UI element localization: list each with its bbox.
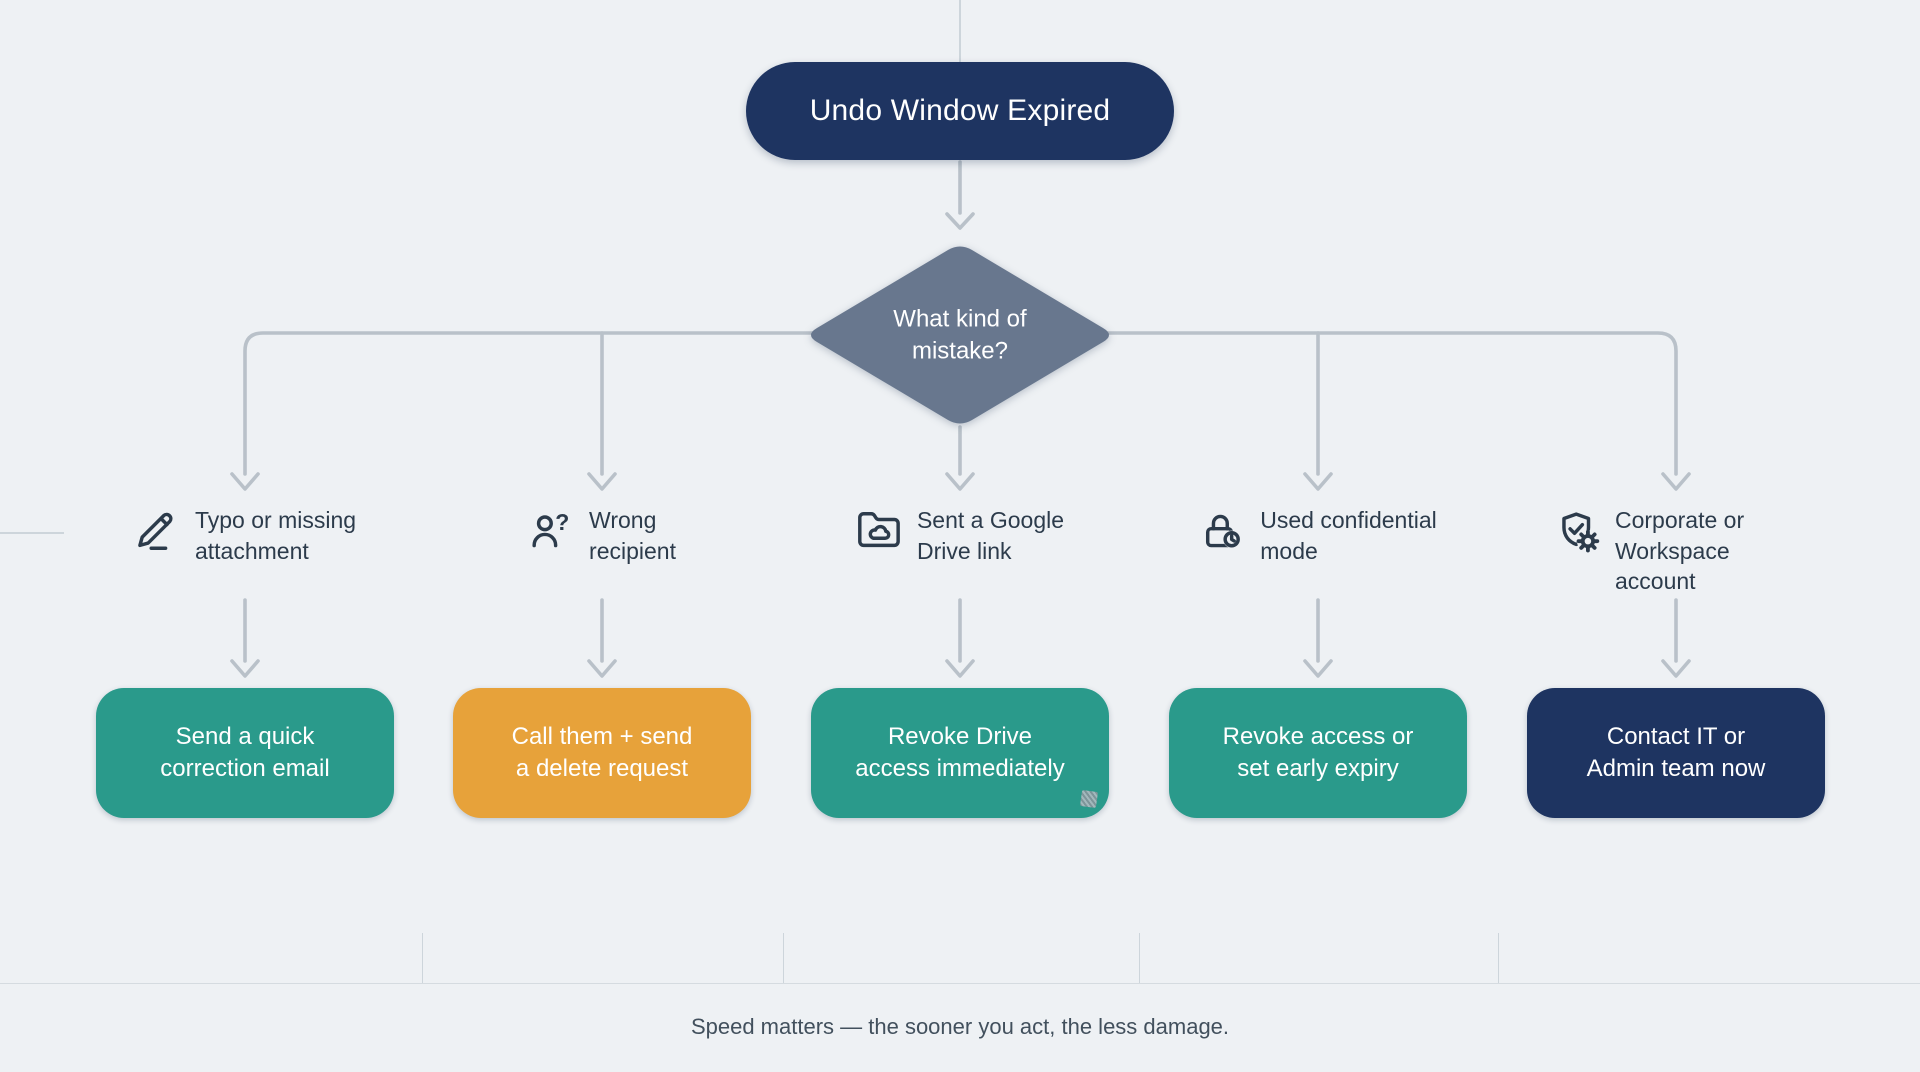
footer-caption: Speed matters — the sooner you act, the … <box>690 1014 1230 1039</box>
guide-top-tick <box>959 0 961 62</box>
branch-drive-link-label: Sent a Google Drive link <box>916 507 1065 564</box>
svg-text:?: ? <box>555 509 569 535</box>
start-node-label: Undo Window Expired <box>809 94 1111 127</box>
decision-diamond <box>811 246 1109 424</box>
branch-corporate-account: Corporate or Workspace account <box>1554 505 1798 597</box>
action-contact-it: Contact IT or Admin team now <box>1527 688 1825 818</box>
branch-drive-link: Sent a Google Drive link <box>856 505 1064 566</box>
action-call-delete-request: Call them + send a delete request <box>453 688 751 818</box>
user-question-icon: ? <box>532 509 569 548</box>
branch-typo: Typo or missing attachment <box>134 505 356 566</box>
branch-confidential-mode: Used confidential mode <box>1199 505 1437 566</box>
guide-tick-3 <box>1139 933 1140 983</box>
decision-question: What kind of mistake? <box>893 305 1027 364</box>
guide-bottom-line <box>0 983 1920 984</box>
guide-tick-1 <box>422 933 423 983</box>
cursor-artifact <box>1079 789 1099 809</box>
lock-clock-icon <box>1205 514 1241 548</box>
action-correction-email: Send a quick correction email <box>96 688 394 818</box>
action-revoke-drive-access: Revoke Drive access immediately <box>811 688 1109 818</box>
start-node: Undo Window Expired <box>746 62 1174 160</box>
branch-corporate-account-label: Corporate or Workspace account <box>1615 507 1745 595</box>
branch-wrong-recipient-label: Wrong recipient <box>589 507 676 564</box>
guide-tick-2 <box>783 933 784 983</box>
guide-tick-4 <box>1498 933 1499 983</box>
pencil-line-icon <box>138 512 173 550</box>
shield-gear-icon <box>1562 512 1600 553</box>
action-revoke-or-expiry: Revoke access or set early expiry <box>1169 688 1467 818</box>
branch-typo-label: Typo or missing attachment <box>194 507 357 564</box>
folder-cloud-icon <box>858 512 900 548</box>
branch-confidential-mode-label: Used confidential mode <box>1260 507 1437 564</box>
branch-wrong-recipient: ? Wrong recipient <box>528 505 676 566</box>
guide-left-dash <box>0 532 64 534</box>
